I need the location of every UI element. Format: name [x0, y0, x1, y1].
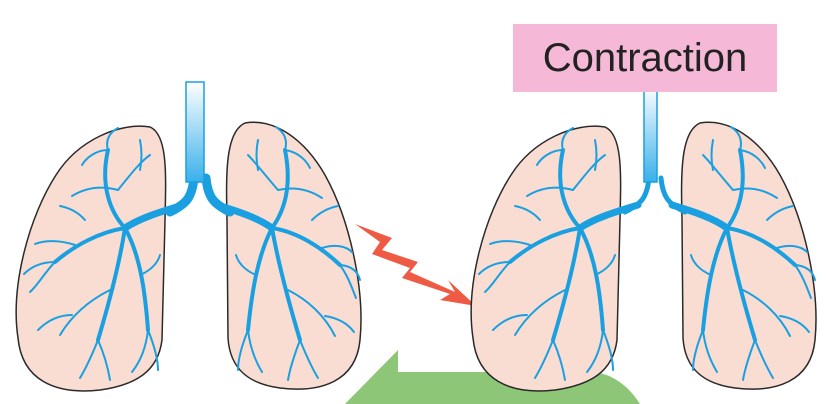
- trachea: [644, 86, 657, 182]
- bronchi-fork: [625, 178, 685, 212]
- trachea: [186, 82, 204, 182]
- bronchi-fork: [170, 178, 230, 212]
- contraction-label: Contraction: [513, 24, 777, 92]
- right-lung: [227, 122, 361, 389]
- right-lung: [682, 122, 816, 389]
- lightning-icon: [355, 224, 476, 306]
- contracted-lungs: [471, 86, 816, 391]
- normal-lungs: [16, 82, 361, 391]
